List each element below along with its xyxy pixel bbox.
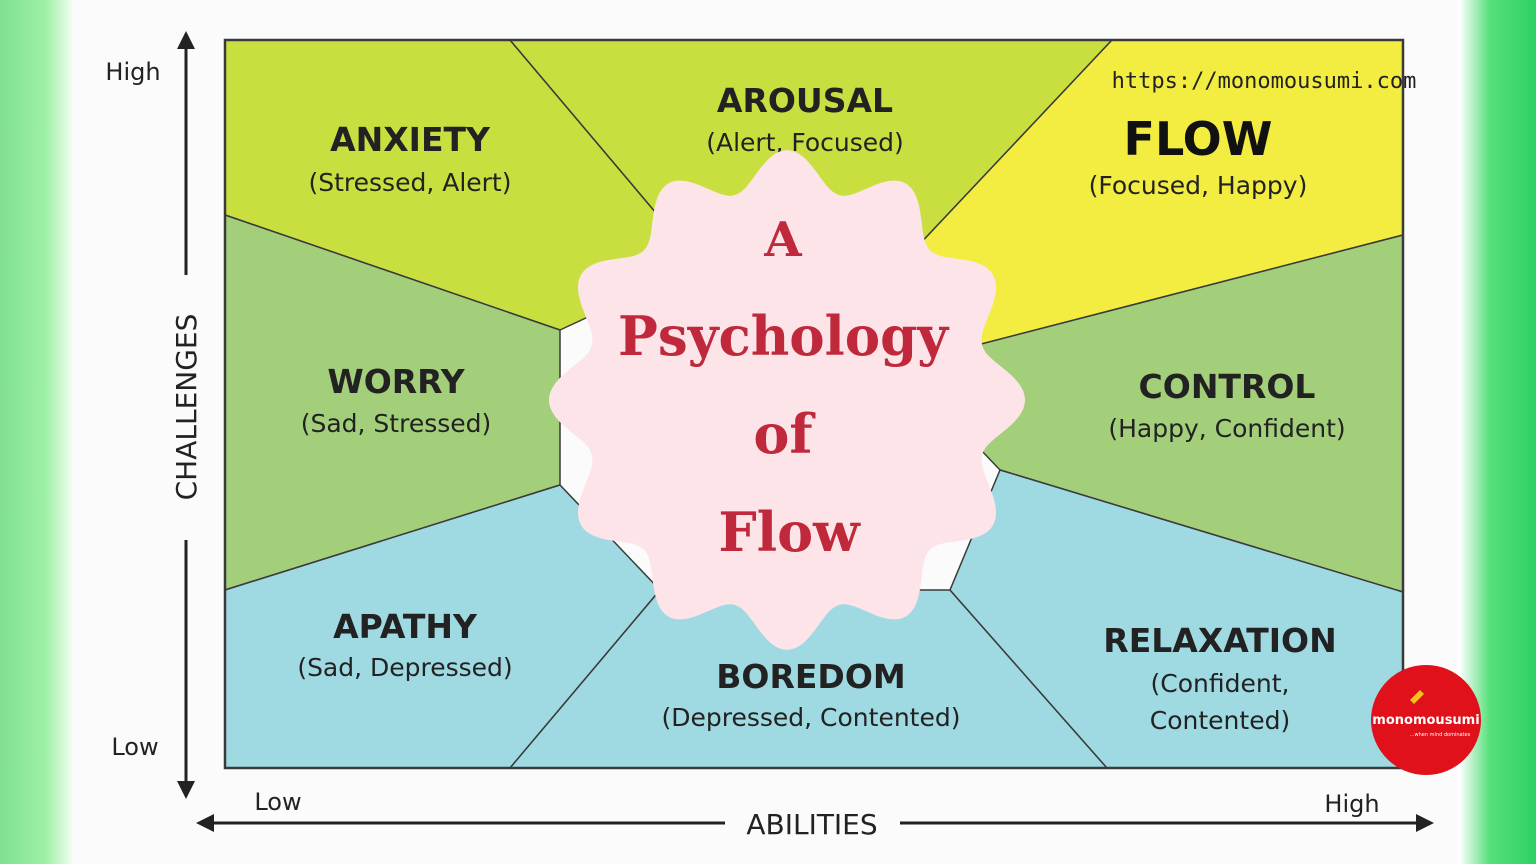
region-boredom-desc: (Depressed, Contented) [662, 703, 961, 732]
region-apathy-name: APATHY [333, 607, 478, 646]
region-apathy-desc: (Sad, Depressed) [297, 653, 512, 682]
scalloped-badge-shape [549, 150, 1025, 650]
region-relaxation-desc-line1: (Confident, [1151, 669, 1290, 698]
logo-circle [1371, 665, 1481, 775]
x-axis-high-label: High [1324, 790, 1379, 818]
title-line-a: A [763, 212, 802, 268]
y-axis: CHALLENGES High Low [105, 31, 203, 799]
logo-text: monomousumi [1372, 713, 1479, 728]
x-axis-label: ABILITIES [746, 808, 877, 841]
diagram-frame [223, 38, 1405, 770]
region-arousal-desc: (Alert, Focused) [706, 128, 904, 157]
region-relaxation: RELAXATION (Confident, Contented) [1103, 621, 1336, 735]
region-boredom: BOREDOM (Depressed, Contented) [662, 657, 961, 732]
y-axis-low-label: Low [111, 733, 158, 761]
title-badge: A Psychology of Flow [549, 150, 1025, 650]
region-flow-name: FLOW [1124, 112, 1273, 166]
region-relaxation-desc-line2: Contented) [1150, 706, 1290, 735]
region-anxiety-desc: (Stressed, Alert) [309, 168, 512, 197]
region-apathy: APATHY (Sad, Depressed) [297, 607, 512, 682]
region-arousal: AROUSAL (Alert, Focused) [706, 81, 904, 157]
region-worry-desc: (Sad, Stressed) [301, 409, 492, 438]
region-flow-desc: (Focused, Happy) [1089, 171, 1308, 200]
pencil-icon [1410, 690, 1424, 704]
region-control: CONTROL (Happy, Confident) [1108, 367, 1345, 443]
region-anxiety-name: ANXIETY [330, 120, 491, 159]
logo-tagline: ...when mind dominates [1410, 732, 1471, 738]
title-line-flow: Flow [718, 500, 861, 564]
region-flow: FLOW (Focused, Happy) [1089, 112, 1308, 200]
region-worry: WORRY (Sad, Stressed) [301, 362, 492, 438]
x-axis: ABILITIES Low High [196, 788, 1434, 841]
monomousumi-logo: monomousumi ...when mind dominates [1371, 665, 1481, 775]
y-axis-label: CHALLENGES [170, 314, 203, 501]
y-axis-high-label: High [105, 58, 160, 86]
region-relaxation-name: RELAXATION [1103, 621, 1336, 660]
region-arousal-name: AROUSAL [717, 81, 893, 120]
region-worry-name: WORRY [327, 362, 465, 401]
website-url: https://monomousumi.com [1112, 69, 1417, 94]
title-line-psychology: Psychology [618, 304, 950, 368]
x-axis-low-label: Low [254, 788, 301, 816]
region-anxiety: ANXIETY (Stressed, Alert) [309, 120, 512, 197]
title-line-of: of [753, 402, 816, 466]
region-boredom-name: BOREDOM [716, 657, 905, 696]
region-control-desc: (Happy, Confident) [1108, 414, 1345, 443]
region-control-name: CONTROL [1139, 367, 1316, 406]
